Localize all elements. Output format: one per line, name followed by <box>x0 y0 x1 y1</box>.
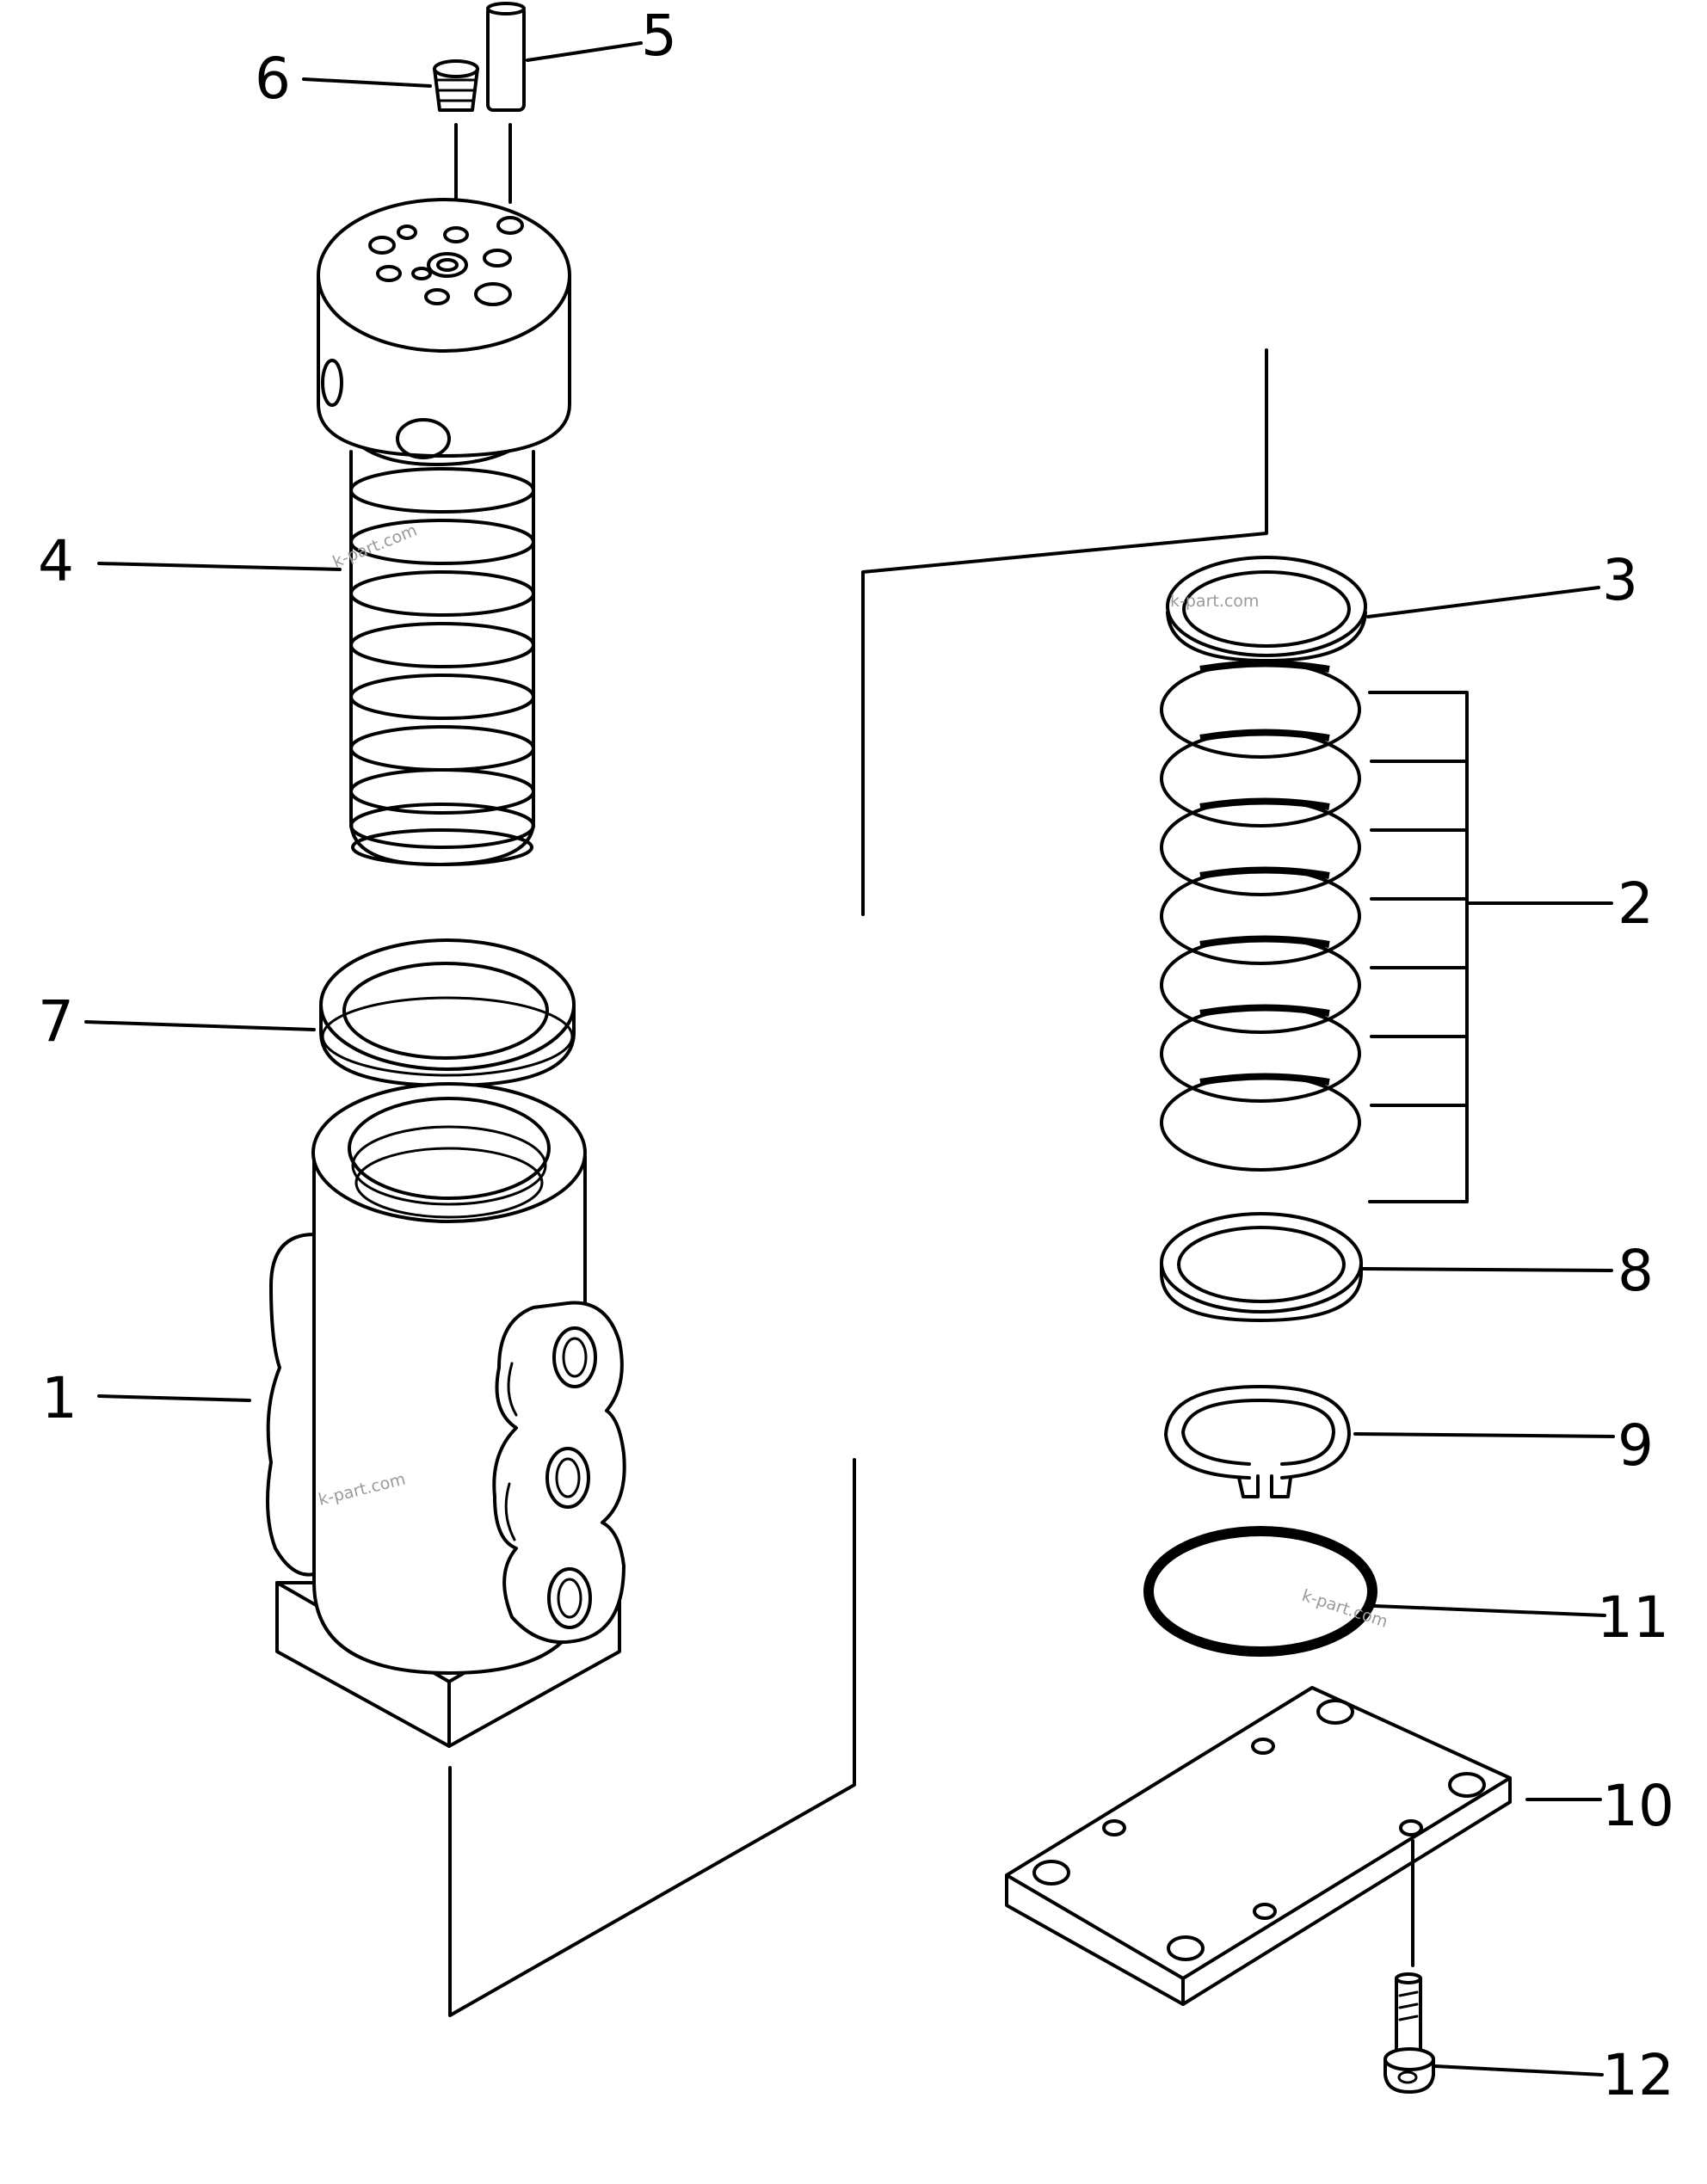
callout-10: 10 <box>1602 1773 1674 1839</box>
watermark: k-part.com <box>1170 592 1259 611</box>
part-11-o-ring <box>1143 1526 1377 1657</box>
callout-4: 4 <box>38 528 74 594</box>
callout-1: 1 <box>41 1365 77 1431</box>
callout-8: 8 <box>1618 1238 1654 1304</box>
callout-9: 9 <box>1618 1412 1654 1479</box>
callout-7: 7 <box>38 988 74 1055</box>
callout-6: 6 <box>255 46 291 112</box>
assembly-bracket-upper <box>861 348 1268 916</box>
part-9-snap-ring <box>1164 1385 1351 1498</box>
part-10-plate <box>1005 1686 1512 2006</box>
callout-3: 3 <box>1602 547 1638 613</box>
leader-lines <box>84 41 1615 2076</box>
callout-12: 12 <box>1602 2042 1674 2108</box>
part-5-pin <box>486 2 526 204</box>
part-1-swivel-body <box>266 1082 626 1748</box>
callout-5: 5 <box>641 3 677 69</box>
callout-11: 11 <box>1597 1584 1669 1651</box>
part-6-plug <box>433 59 479 208</box>
part-8-washer <box>1160 1212 1363 1322</box>
part-2-seal-stack <box>1160 660 1469 1203</box>
part-7-seal-ring <box>319 938 576 1087</box>
assembly-bracket-lower <box>448 1458 856 2017</box>
part-12-bolt <box>1383 1972 1435 2094</box>
callout-2: 2 <box>1618 871 1654 937</box>
part-4-rotor <box>317 198 571 866</box>
